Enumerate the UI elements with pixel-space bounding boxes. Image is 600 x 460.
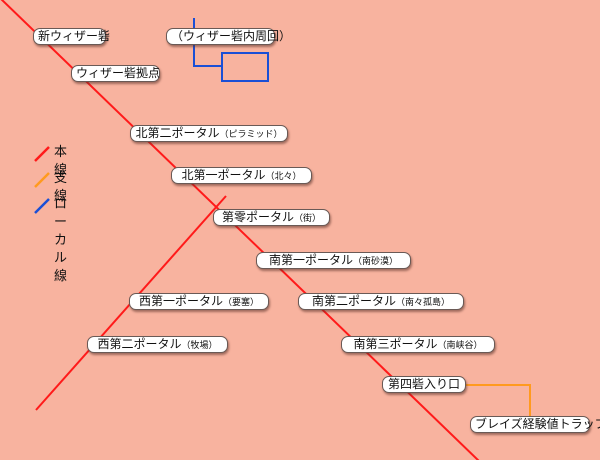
station-wither-fort-loop[interactable]: （ウィザー砦内周回） [166,28,291,45]
branch-line-swatch [34,172,50,188]
station-zero-portal[interactable]: 第零ポータル（街） [213,209,330,226]
local-line-loop [221,52,269,82]
station-name: 北第一ポータル [181,168,266,182]
main-line-swatch [34,146,50,162]
station-subtitle: （南々孤島） [396,298,451,308]
station-south-1-portal[interactable]: 南第一ポータル（南砂漠） [256,252,411,269]
station-subtitle: （ピラミッド） [219,130,283,140]
station-subtitle: （南峡谷） [437,341,483,351]
station-name: 北第二ポータル [135,126,220,140]
station-name: 第四砦入り口 [387,377,460,391]
branch-line [462,384,531,425]
legend-label: ローカル線 [54,197,68,284]
station-name: ウィザー砦拠点 [76,66,161,80]
station-subtitle: （牧場） [181,341,218,351]
local-line-swatch [34,198,50,214]
station-north-1-portal[interactable]: 北第一ポータル（北々） [171,167,312,184]
station-south-3-portal[interactable]: 南第三ポータル（南峡谷） [341,336,495,353]
station-name: 第零ポータル [221,210,294,224]
station-name: 西第二ポータル [97,337,182,351]
station-name: 南第二ポータル [311,294,396,308]
station-name: 南第一ポータル [268,253,353,267]
station-north-2-portal[interactable]: 北第二ポータル（ピラミッド） [130,125,288,142]
station-new-wither-fort[interactable]: 新ウィザー砦 [33,28,110,45]
station-subtitle: （北々） [265,172,302,182]
station-subtitle: （南砂漠） [353,257,399,267]
station-name: ブレイズ経験値トラップ [475,417,600,431]
station-west-2-portal[interactable]: 西第二ポータル（牧場） [87,336,228,353]
station-blaze-xp-trap[interactable]: ブレイズ経験値トラップ [470,416,600,433]
station-west-1-portal[interactable]: 西第一ポータル（要塞） [129,293,269,310]
station-subtitle: （要塞） [223,298,260,308]
station-name: （ウィザー砦内周回） [171,29,292,43]
legend-label: 支線 [54,171,68,204]
station-wither-fort-base[interactable]: ウィザー砦拠点 [71,65,160,82]
station-name: 西第一ポータル [138,294,223,308]
station-south-2-portal[interactable]: 南第二ポータル（南々孤島） [298,293,464,310]
station-subtitle: （街） [294,214,322,224]
station-name: 新ウィザー砦 [38,29,111,43]
station-fourth-fort-entrance[interactable]: 第四砦入り口 [382,376,466,393]
station-name: 南第三ポータル [353,337,438,351]
legend-label: 本線 [54,145,68,178]
